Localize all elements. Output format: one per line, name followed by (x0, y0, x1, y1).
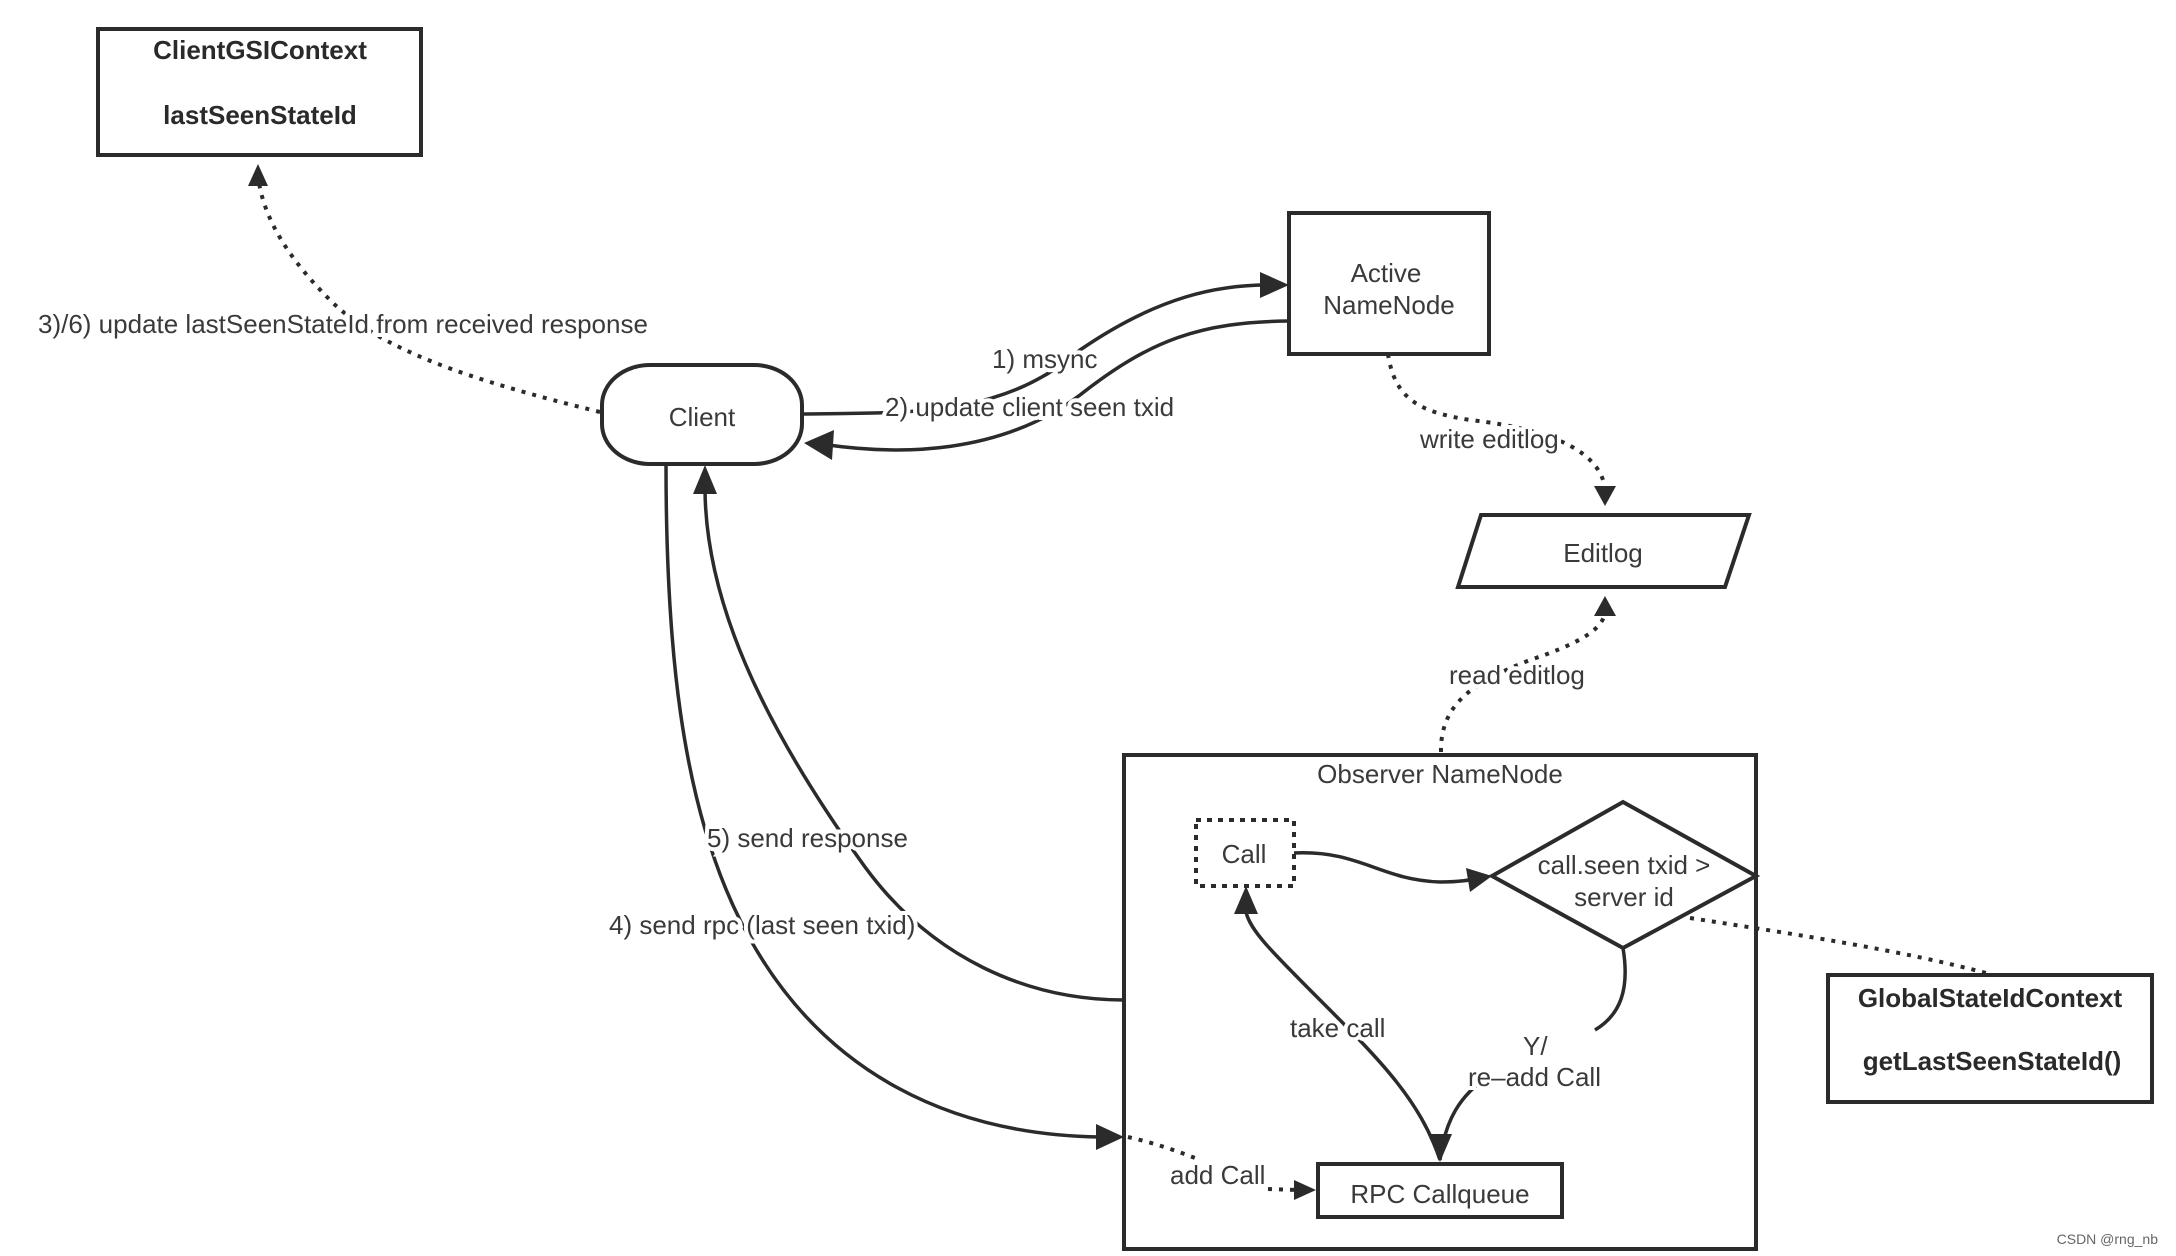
global-state-id-context-method: getLastSeenStateId() (1863, 1046, 2122, 1076)
editlog-label: Editlog (1563, 538, 1643, 568)
edge-label-add-call: add Call (1170, 1160, 1265, 1190)
decision-line2: server id (1574, 882, 1674, 912)
call-node[interactable]: Call (1194, 818, 1296, 888)
active-namenode-node[interactable]: Active NameNode (1287, 211, 1491, 356)
global-state-id-context-title: GlobalStateIdContext (1858, 983, 2123, 1013)
arrowhead-icon (1428, 1134, 1452, 1162)
edge-send-rpc (664, 463, 1101, 1139)
edge-call-to-decision (1293, 851, 1481, 884)
arrowhead-icon (693, 465, 717, 494)
arrowhead-icon (1260, 272, 1289, 298)
observer-namenode-label: Observer NameNode (1317, 759, 1563, 789)
edge-send-response (703, 489, 1125, 1002)
edge-decision-yes (1594, 947, 1627, 1032)
rpc-callqueue-label: RPC Callqueue (1350, 1179, 1529, 1209)
edge-label-msync: 1) msync (992, 344, 1097, 374)
rpc-callqueue-node[interactable]: RPC Callqueue (1316, 1162, 1564, 1219)
decision-line1: call.seen txid > (1538, 850, 1711, 880)
edge-label-read-editlog: read editlog (1449, 660, 1585, 690)
active-namenode-line1: Active (1351, 258, 1422, 288)
edge-label-re-add-line1: Y/ (1523, 1031, 1548, 1061)
watermark: CSDN @rng_nb (2057, 1231, 2159, 1247)
edge-label-send-rpc: 4) send rpc (last seen txid) (609, 910, 915, 940)
client-label: Client (669, 402, 736, 432)
arrowhead-icon (1234, 886, 1258, 914)
client-gsi-context-node[interactable]: ClientGSIContext lastSeenStateId (96, 27, 423, 157)
edge-label-send-response: 5) send response (707, 823, 908, 853)
client-gsi-context-field: lastSeenStateId (163, 100, 357, 130)
edge-label-write-editlog: write editlog (1419, 424, 1559, 454)
edge-take-call (1244, 911, 1442, 1161)
editlog-node[interactable]: Editlog (1455, 513, 1752, 589)
edge-write-editlog (1386, 353, 1607, 489)
arrowhead-icon (1294, 1180, 1316, 1200)
edge-label-update-client-seen: 2) update client seen txid (885, 392, 1174, 422)
client-node[interactable]: Client (600, 363, 804, 466)
edge-read-editlog (1438, 609, 1607, 753)
edge-label-update-last-seen: 3)/6) update lastSeenStateId from receiv… (38, 309, 648, 339)
client-gsi-context-title: ClientGSIContext (153, 35, 367, 65)
arrowhead-icon (248, 164, 268, 186)
arrowhead-icon (1096, 1124, 1124, 1150)
arrowhead-icon (804, 430, 834, 460)
edge-msync (803, 283, 1269, 416)
global-state-id-context-node[interactable]: GlobalStateIdContext getLastSeenStateId(… (1826, 973, 2154, 1104)
decision-node[interactable]: call.seen txid > server id (1487, 799, 1761, 951)
arrowhead-icon (1594, 596, 1616, 616)
edge-label-re-add-line2: re–add Call (1468, 1062, 1601, 1092)
active-namenode-line2: NameNode (1323, 290, 1455, 320)
arrowhead-icon (1594, 486, 1616, 506)
edge-update-client-seen (827, 319, 1290, 452)
call-label: Call (1222, 839, 1267, 869)
edge-add-call-tail (1267, 1187, 1297, 1192)
arrowhead-icon (1466, 868, 1492, 892)
edge-add-call (1127, 1135, 1196, 1160)
edge-update-last-seen (256, 175, 601, 414)
edge-label-take-call: take call (1290, 1013, 1385, 1043)
